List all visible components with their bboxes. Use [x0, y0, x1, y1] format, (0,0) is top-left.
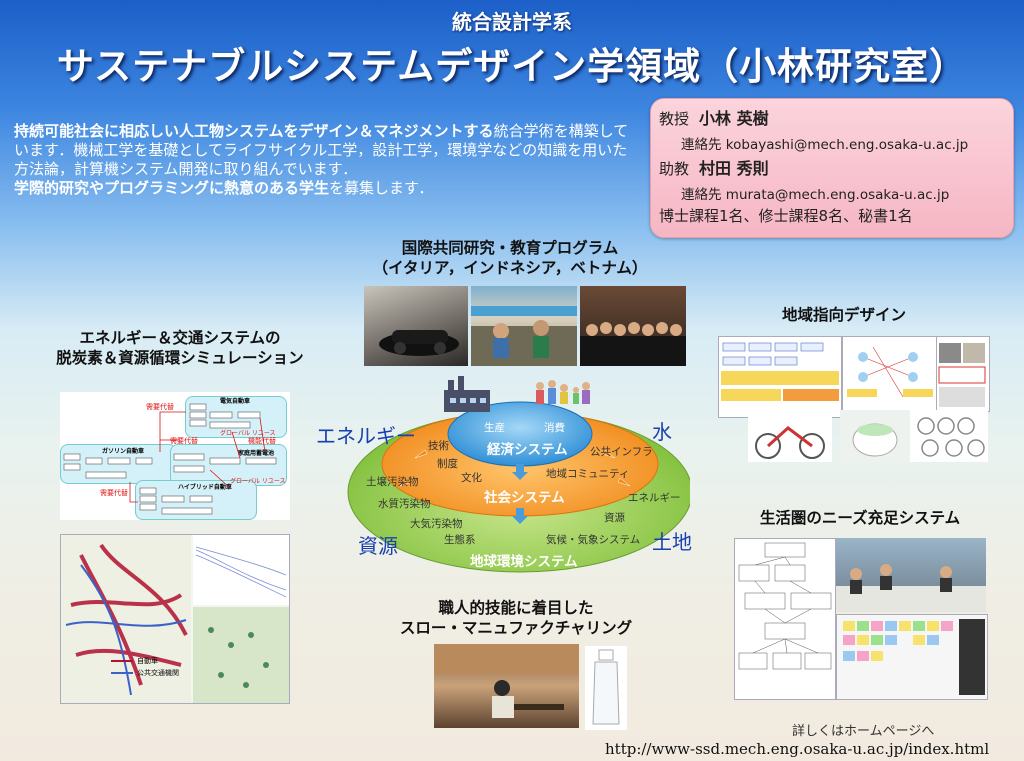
craft-section-title: 職人的技能に着目した スロー・マニュファクチャリング — [396, 598, 636, 638]
energy-title-line1: エネルギー＆交通システムの — [79, 329, 281, 347]
homepage-link[interactable]: http://www-ssd.mech.eng.osaka-u.ac.jp/in… — [605, 740, 990, 758]
sim-red-label-1: 需要代替 — [146, 403, 174, 411]
intro-bold-2: 学際的研究やプログラミングに熱意のある学生 — [14, 179, 330, 197]
contact-box: 教授小林 英樹 連絡先 kobayashi@mech.eng.osaka-u.a… — [650, 98, 1014, 238]
label-energy: エネルギー — [316, 424, 416, 448]
photo-car-exhibit — [364, 286, 468, 366]
sticky-notes-board — [836, 614, 988, 700]
sim-red-label-6: グローバル リユース — [230, 478, 286, 485]
factory-icon — [444, 376, 490, 412]
hybrid-label: ハイブリッド自動車 — [178, 484, 232, 491]
energy-title-line2: 脱炭素＆資源循環シミュレーション — [56, 349, 304, 367]
energy-section-title: エネルギー＆交通システムの 脱炭素＆資源循環シミュレーション — [20, 328, 340, 368]
assistant-email[interactable]: 連絡先 murata@mech.eng.osaka-u.ac.jp — [681, 187, 950, 203]
label-infra: 公共インフラ — [590, 446, 653, 458]
photo-meeting — [836, 538, 986, 612]
label-climate: 気候・気象システム — [546, 534, 641, 546]
professor-role: 教授 — [659, 110, 690, 128]
intl-title-line1: 国際共同研究・教育プログラム — [401, 239, 619, 257]
label-soil: 土壌汚染物 — [366, 476, 419, 488]
photo-wheelchair — [748, 414, 832, 462]
regional-section-title: 地域指向デザイン — [781, 306, 906, 324]
label-community: 地域コミュニティ — [546, 468, 630, 480]
professor-email[interactable]: 連絡先 kobayashi@mech.eng.osaka-u.ac.jp — [681, 137, 969, 153]
sim-red-label-3: 需要代替 — [100, 489, 128, 497]
intl-title-line2: （イタリア，インドネシア，ベトナム） — [372, 259, 648, 277]
assistant-row: 助教村田 秀則 — [659, 155, 769, 179]
sim-red-label-4: 機能代替 — [248, 437, 276, 445]
craft-title-line1: 職人的技能に着目した — [438, 599, 594, 617]
sim-red-label-5: グローバル リユース — [220, 430, 276, 437]
label-resource: 資源 — [358, 534, 398, 558]
intro-bold-1: 持続可能社会に相応しい人工物システムをデザイン＆マネジメントする — [14, 122, 494, 140]
system-diagram — [347, 376, 690, 573]
regional-network — [842, 336, 940, 412]
craft-title-line2: スロー・マニュファクチャリング — [399, 619, 633, 637]
social-system-title: 社会システム — [484, 490, 565, 506]
simulation-diagram: 電気自動車 ガソリン自動車 家庭用蓄電池 ハイブリッド自動車 需要代替 需要代替… — [60, 392, 290, 520]
photo-group — [580, 286, 686, 366]
label-energy-small: エネルギー — [628, 492, 681, 504]
env-system-title: 地球環境システム — [470, 554, 578, 570]
legend-car: 自動車 — [137, 657, 158, 665]
photo-market — [471, 286, 577, 366]
professor-row: 教授小林 英樹 — [659, 105, 769, 129]
label-tech: 技術 — [428, 440, 449, 452]
label-water-pollution: 水質汚染物 — [378, 498, 431, 510]
label-institution: 制度 — [437, 458, 458, 470]
gasoline-label: ガソリン自動車 — [102, 448, 145, 455]
assistant-name: 村田 秀則 — [699, 159, 769, 178]
intro-text-2: を募集します． — [329, 179, 434, 197]
assistant-role: 助教 — [659, 160, 690, 178]
traffic-map: 自動車 公共交通機関 — [60, 534, 290, 704]
photo-rice-cooker — [840, 410, 910, 462]
economic-system-title: 経済システム — [487, 442, 568, 458]
living-uml-chart — [734, 538, 836, 700]
map-graphic — [61, 535, 289, 703]
intro-text-1: 統合学術を構築しています．機械工学を基礎としてライフサイクル工学，設計工学，環境… — [14, 122, 629, 178]
label-air-pollution: 大気汚染物 — [410, 518, 463, 530]
department-label: 統合設計学系 — [452, 10, 572, 34]
living-section-title: 生活圏のニーズ充足システム — [759, 509, 961, 527]
label-production: 生産 — [484, 422, 505, 434]
regional-flow-chart — [718, 336, 842, 418]
homepage-note: 詳しくはホームページへ — [792, 724, 935, 739]
label-land: 土地 — [652, 530, 692, 554]
ev-label: 電気自動車 — [220, 398, 251, 405]
sim-flow-lines — [63, 403, 277, 515]
battery-label: 家庭用蓄電池 — [238, 450, 275, 457]
sim-red-label-2: 需要代替 — [170, 437, 198, 445]
ev-group — [185, 396, 287, 438]
members-count: 博士課程1名、修士課程8名、秘書1名 — [659, 207, 913, 225]
photo-parts — [910, 410, 988, 462]
label-water: 水 — [652, 420, 672, 444]
intl-section-title: 国際共同研究・教育プログラム （イタリア，インドネシア，ベトナム） — [360, 238, 660, 278]
legend-transit: 公共交通機関 — [137, 669, 179, 677]
label-resource-small: 資源 — [604, 512, 625, 524]
professor-name: 小林 英樹 — [699, 109, 769, 128]
battery-group — [170, 444, 287, 486]
photo-glass-bottle — [585, 646, 627, 730]
regional-photos — [936, 336, 990, 412]
page-title: サステナブルシステムデザイン学領域（小林研究室） — [56, 45, 968, 88]
people-icon — [536, 380, 590, 404]
label-culture: 文化 — [461, 472, 482, 484]
photo-craftsman — [434, 644, 579, 728]
label-consumption: 消費 — [544, 422, 565, 434]
intro-text: 持続可能社会に相応しい人工物システムをデザイン＆マネジメントする統合学術を構築し… — [14, 122, 642, 198]
label-ecosystem: 生態系 — [444, 534, 476, 546]
